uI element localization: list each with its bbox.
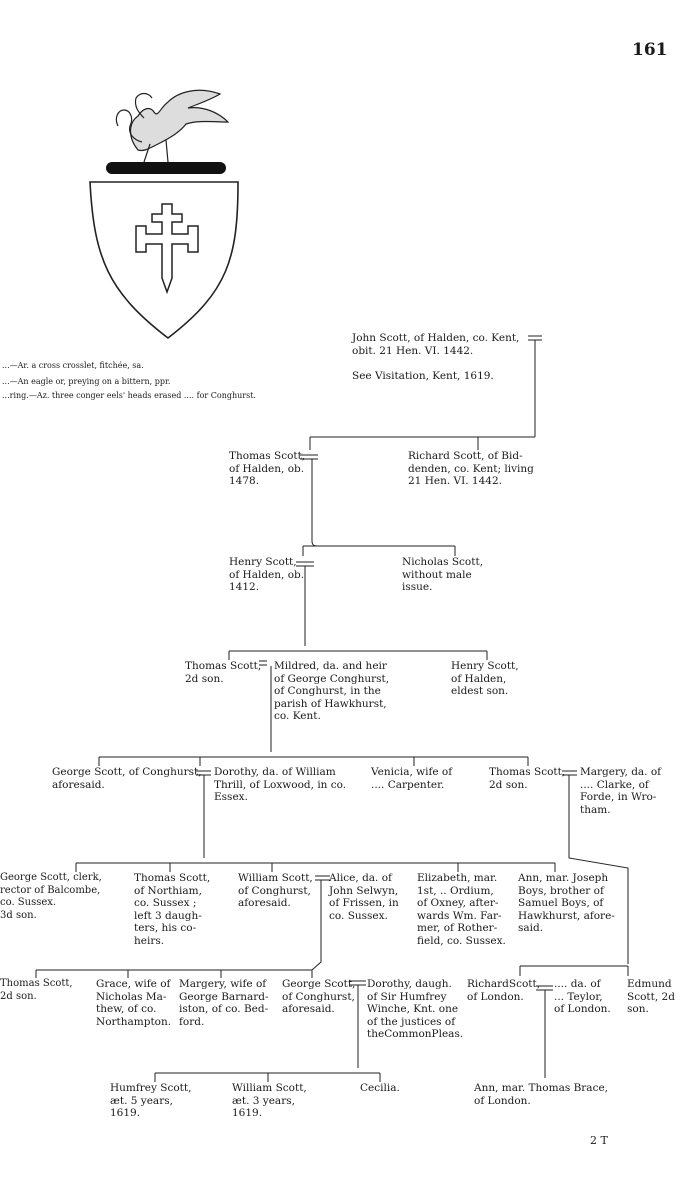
coat-of-arms-icon	[89, 89, 239, 340]
thomas-scott-northiam: Thomas Scott, of Northiam, co. Sussex ; …	[134, 872, 211, 947]
humfrey-scott: Humfrey Scott, æt. 5 years, 1619.	[110, 1082, 192, 1119]
margery-barnardiston: Margery, wife of George Barnard- iston, …	[179, 978, 269, 1028]
signature-mark: 2 T	[590, 1134, 608, 1147]
william-scott-infant: William Scott, æt. 3 years, 1619.	[232, 1082, 307, 1119]
henry-scott-1412: Henry Scott, of Halden, ob. 1412.	[229, 556, 305, 593]
nicholas-scott: Nicholas Scott, without male issue.	[402, 556, 484, 593]
william-scott-conghurst: William Scott, of Conghurst, aforesaid.	[238, 872, 313, 909]
arms-line-3: ...ring.—Az. three conger eels' heads er…	[2, 391, 256, 400]
george-scott-conghurst: George Scott, of Conghurst, aforesaid.	[52, 766, 202, 791]
ann-brace: Ann, mar. Thomas Brace, of London.	[474, 1082, 608, 1107]
thomas-scott-1478: Thomas Scott, of Halden, ob. 1478.	[229, 450, 306, 487]
alice-selwyn: Alice, da. of John Selwyn, of Frissen, i…	[329, 872, 399, 922]
ann-boys: Ann, mar. Joseph Boys, brother of Samuel…	[518, 872, 615, 934]
richard-scott-biddenden: Richard Scott, of Bid- denden, co. Kent;…	[408, 450, 534, 487]
cecilia: Cecilia.	[360, 1082, 400, 1094]
thomas-scott-wrotham: Thomas Scott, 2d son.	[489, 766, 566, 791]
mildred-conghurst: Mildred, da. and heir of George Conghurs…	[274, 660, 390, 722]
arms-line-1: ...—Ar. a cross crosslet, fitchée, sa.	[2, 361, 144, 370]
thomas-scott-gen7: Thomas Scott, 2d son.	[0, 978, 73, 1002]
thomas-scott-2d-son: Thomas Scott, 2d son.	[185, 660, 262, 685]
grace-mathew: Grace, wife of Nicholas Ma- thew, of co.…	[96, 978, 172, 1028]
venicia: Venicia, wife of .... Carpenter.	[371, 766, 453, 791]
george-scott-gen7: George Scott, of Conghurst, aforesaid.	[282, 978, 356, 1015]
margery-clarke: Margery, da. of .... Clarke, of Forde, i…	[580, 766, 662, 816]
george-scott-clerk: George Scott, clerk, rector of Balcombe,…	[0, 872, 102, 921]
john-scott: John Scott, of Halden, co. Kent, obit. 2…	[352, 332, 520, 382]
richard-scott-london: RichardScott, of London.	[467, 978, 541, 1003]
teylor-daughter: .... da. of ... Teylor, of London.	[554, 978, 611, 1015]
arms-line-2: ...—An eagle or, preying on a bittern, p…	[2, 377, 171, 386]
dorothy-thrill: Dorothy, da. of William Thrill, of Loxwo…	[214, 766, 347, 803]
page-number: 161	[632, 40, 668, 60]
dorothy-winche: Dorothy, daugh. of Sir Humfrey Winche, K…	[367, 978, 464, 1040]
edmund-scott: Edmund Scott, 2d son.	[627, 978, 675, 1015]
henry-scott-eldest: Henry Scott, of Halden, eldest son.	[451, 660, 519, 697]
elizabeth-ordium: Elizabeth, mar. 1st, .. Ordium, of Oxney…	[417, 872, 506, 947]
